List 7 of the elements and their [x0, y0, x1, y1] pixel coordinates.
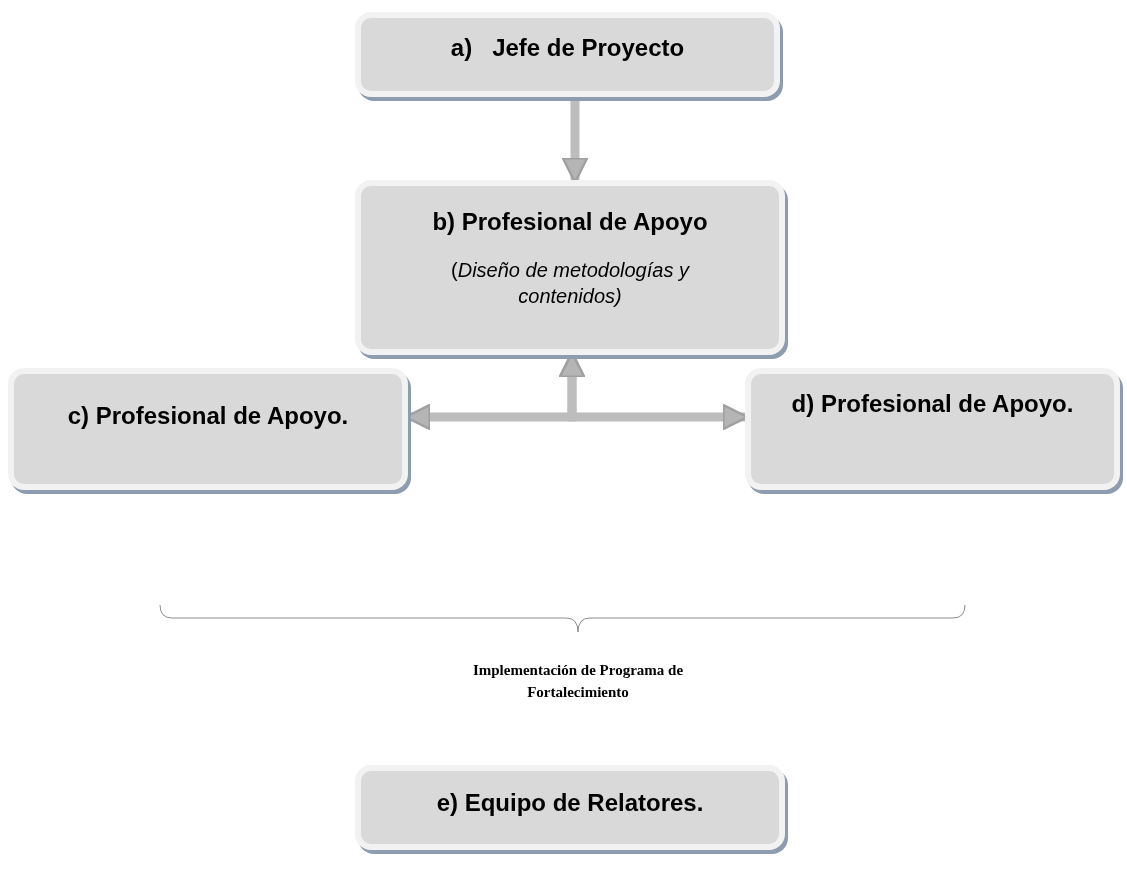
role-title: d) Profesional de Apoyo. — [791, 389, 1074, 419]
role-title: b) Profesional de Apoyo — [432, 207, 708, 237]
role-title: e) Equipo de Relatores. — [436, 788, 704, 818]
bracket-label: Implementación de Programa de Fortalecimiento — [471, 661, 685, 702]
role-title: c) Profesional de Apoyo. — [67, 401, 349, 431]
role-description: (Diseño de metodologías y contenidos) — [450, 258, 691, 310]
role-title: a) Jefe de Proyecto — [450, 33, 685, 63]
